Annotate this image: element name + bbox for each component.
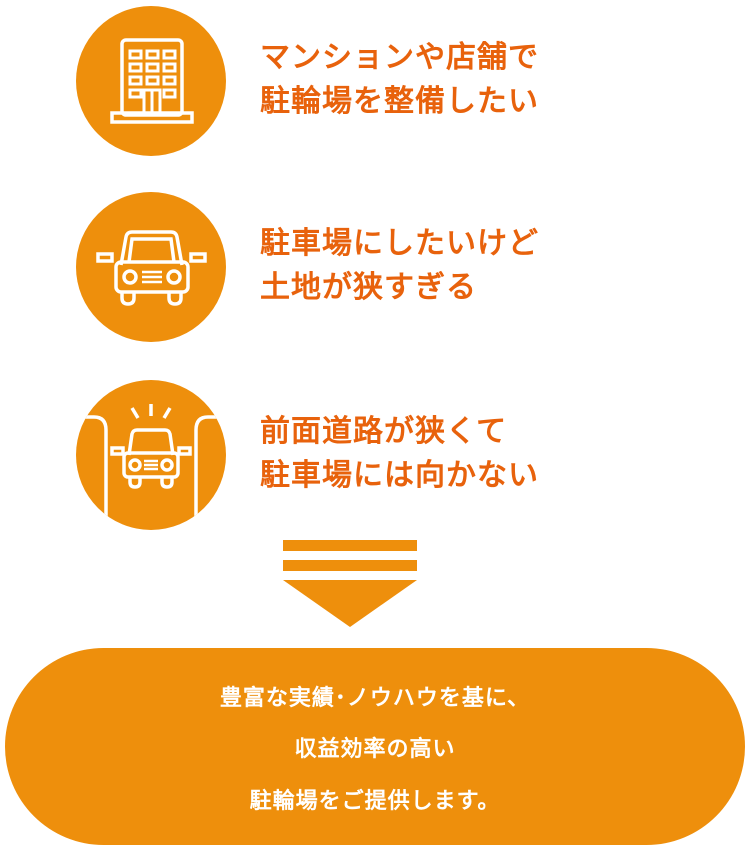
problem-line: 前面道路が狭くて [260, 414, 508, 449]
building-icon [110, 38, 194, 124]
narrow-road-icon-circle [76, 380, 226, 530]
car-icon-circle [76, 192, 226, 342]
problem-text-3: 前面道路が狭くて 駐車場には向かない [260, 410, 539, 498]
problem-line: 駐車場にしたいけど [260, 226, 539, 261]
solution-line: 駐輪場をご提供します。 [249, 789, 501, 814]
solution-line: 豊富な実績･ノウハウを基に、 [219, 686, 531, 711]
down-arrow-icon [283, 540, 417, 627]
problem-line: 駐車場には向かない [260, 458, 539, 493]
car-icon [96, 230, 207, 306]
solution-banner: 豊富な実績･ノウハウを基に、 収益効率の高い 駐輪場をご提供します。 [5, 648, 745, 845]
problem-text-1: マンションや店舗で 駐輪場を整備したい [260, 36, 539, 124]
problem-line: マンションや店舗で [260, 40, 539, 75]
problem-text-2: 駐車場にしたいけど 土地が狭すぎる [260, 222, 539, 310]
problem-line: 駐輪場を整備したい [260, 84, 539, 119]
solution-line: 収益効率の高い [294, 737, 456, 762]
car-narrow-road-icon [76, 404, 226, 530]
building-icon-circle [76, 6, 226, 156]
problem-line: 土地が狭すぎる [260, 270, 477, 305]
